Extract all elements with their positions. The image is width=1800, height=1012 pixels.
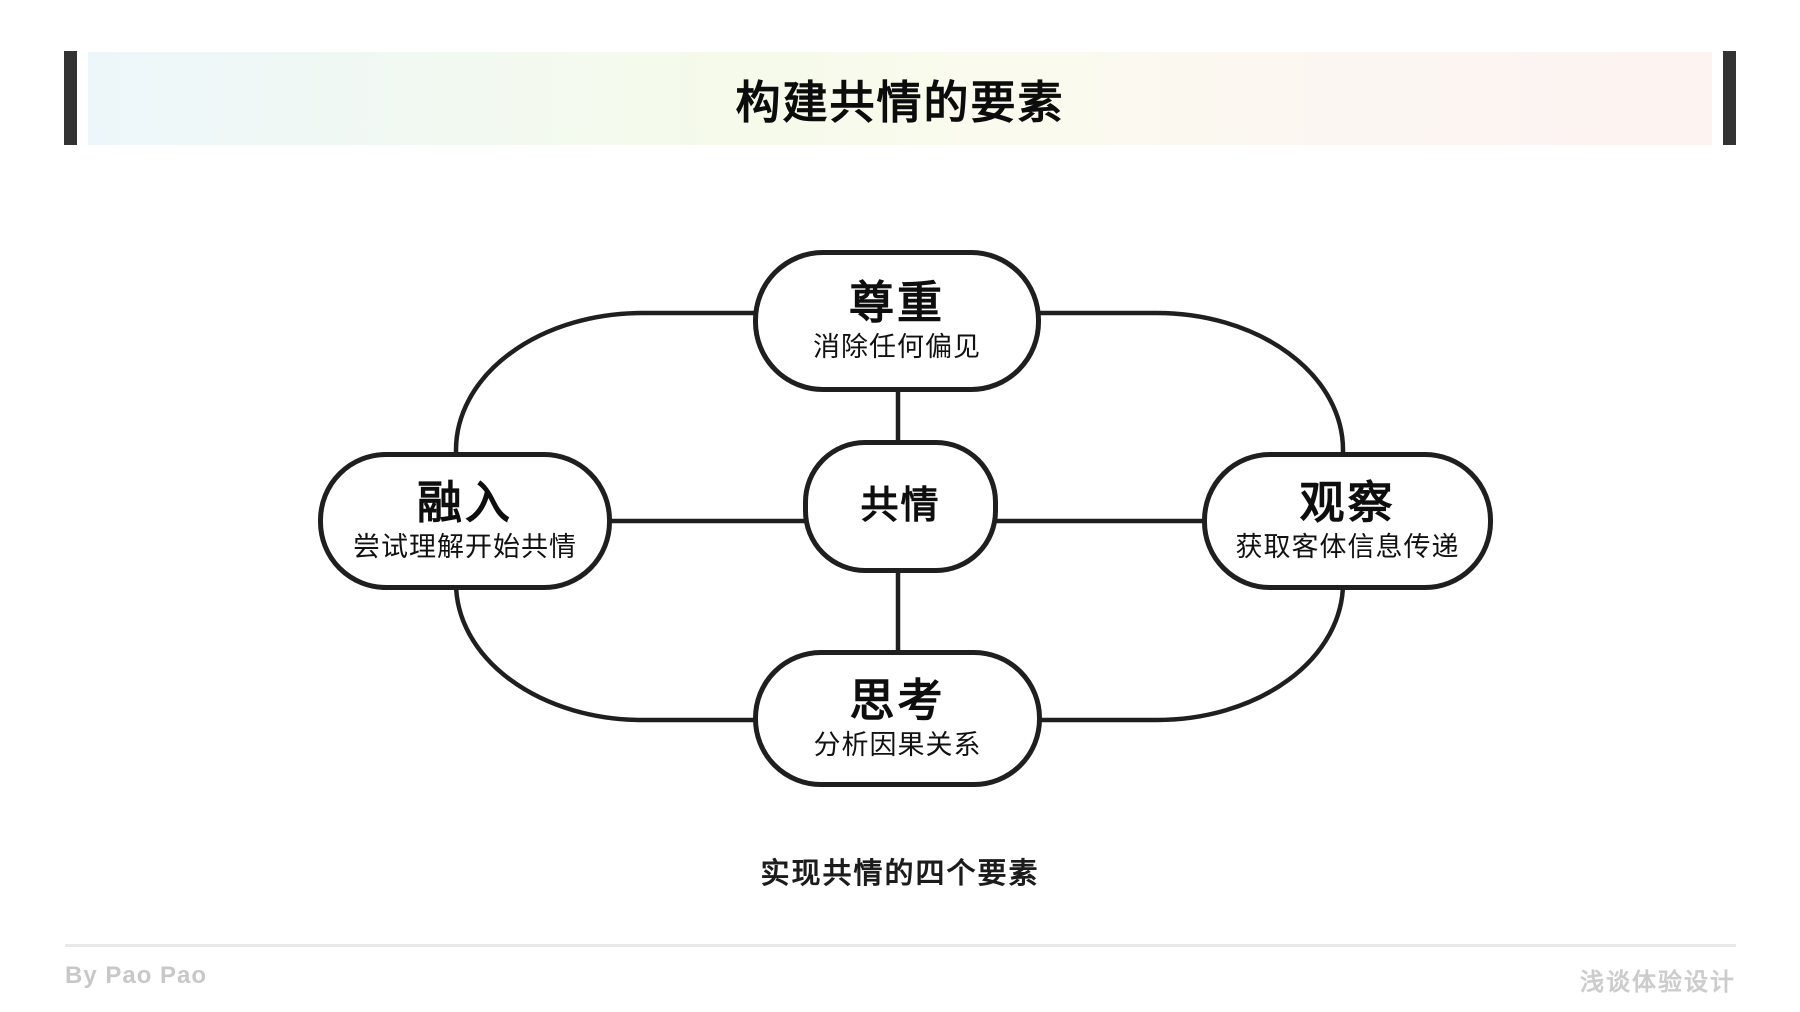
footer-author: By Pao Pao <box>65 962 208 989</box>
page-title: 构建共情的要素 <box>735 77 1065 128</box>
footer-divider <box>65 944 1736 947</box>
node-empathy-center: 共情 <box>803 440 998 573</box>
node-respect-subtitle: 消除任何偏见 <box>813 332 981 363</box>
diagram-caption: 实现共情的四个要素 <box>760 858 1040 890</box>
node-immerse-title: 融入 <box>416 477 513 529</box>
node-immerse-subtitle: 尝试理解开始共情 <box>353 532 577 563</box>
node-respect: 尊重 消除任何偏见 <box>753 250 1041 392</box>
header-left-bar <box>64 51 77 145</box>
header-right-bar <box>1723 51 1736 145</box>
node-observe-title: 观察 <box>1299 477 1396 529</box>
node-immerse: 融入 尝试理解开始共情 <box>318 452 612 590</box>
node-think-subtitle: 分析因果关系 <box>813 729 982 760</box>
footer-brand: 浅谈体验设计 <box>1580 969 1736 996</box>
node-think-title: 思考 <box>849 674 946 726</box>
node-observe: 观察 获取客体信息传递 <box>1202 452 1493 590</box>
node-respect-title: 尊重 <box>848 277 945 329</box>
header-gradient-band: 构建共情的要素 <box>88 52 1712 145</box>
node-observe-subtitle: 获取客体信息传递 <box>1235 532 1460 563</box>
node-think: 思考 分析因果关系 <box>753 650 1042 787</box>
node-empathy-title: 共情 <box>860 484 941 527</box>
